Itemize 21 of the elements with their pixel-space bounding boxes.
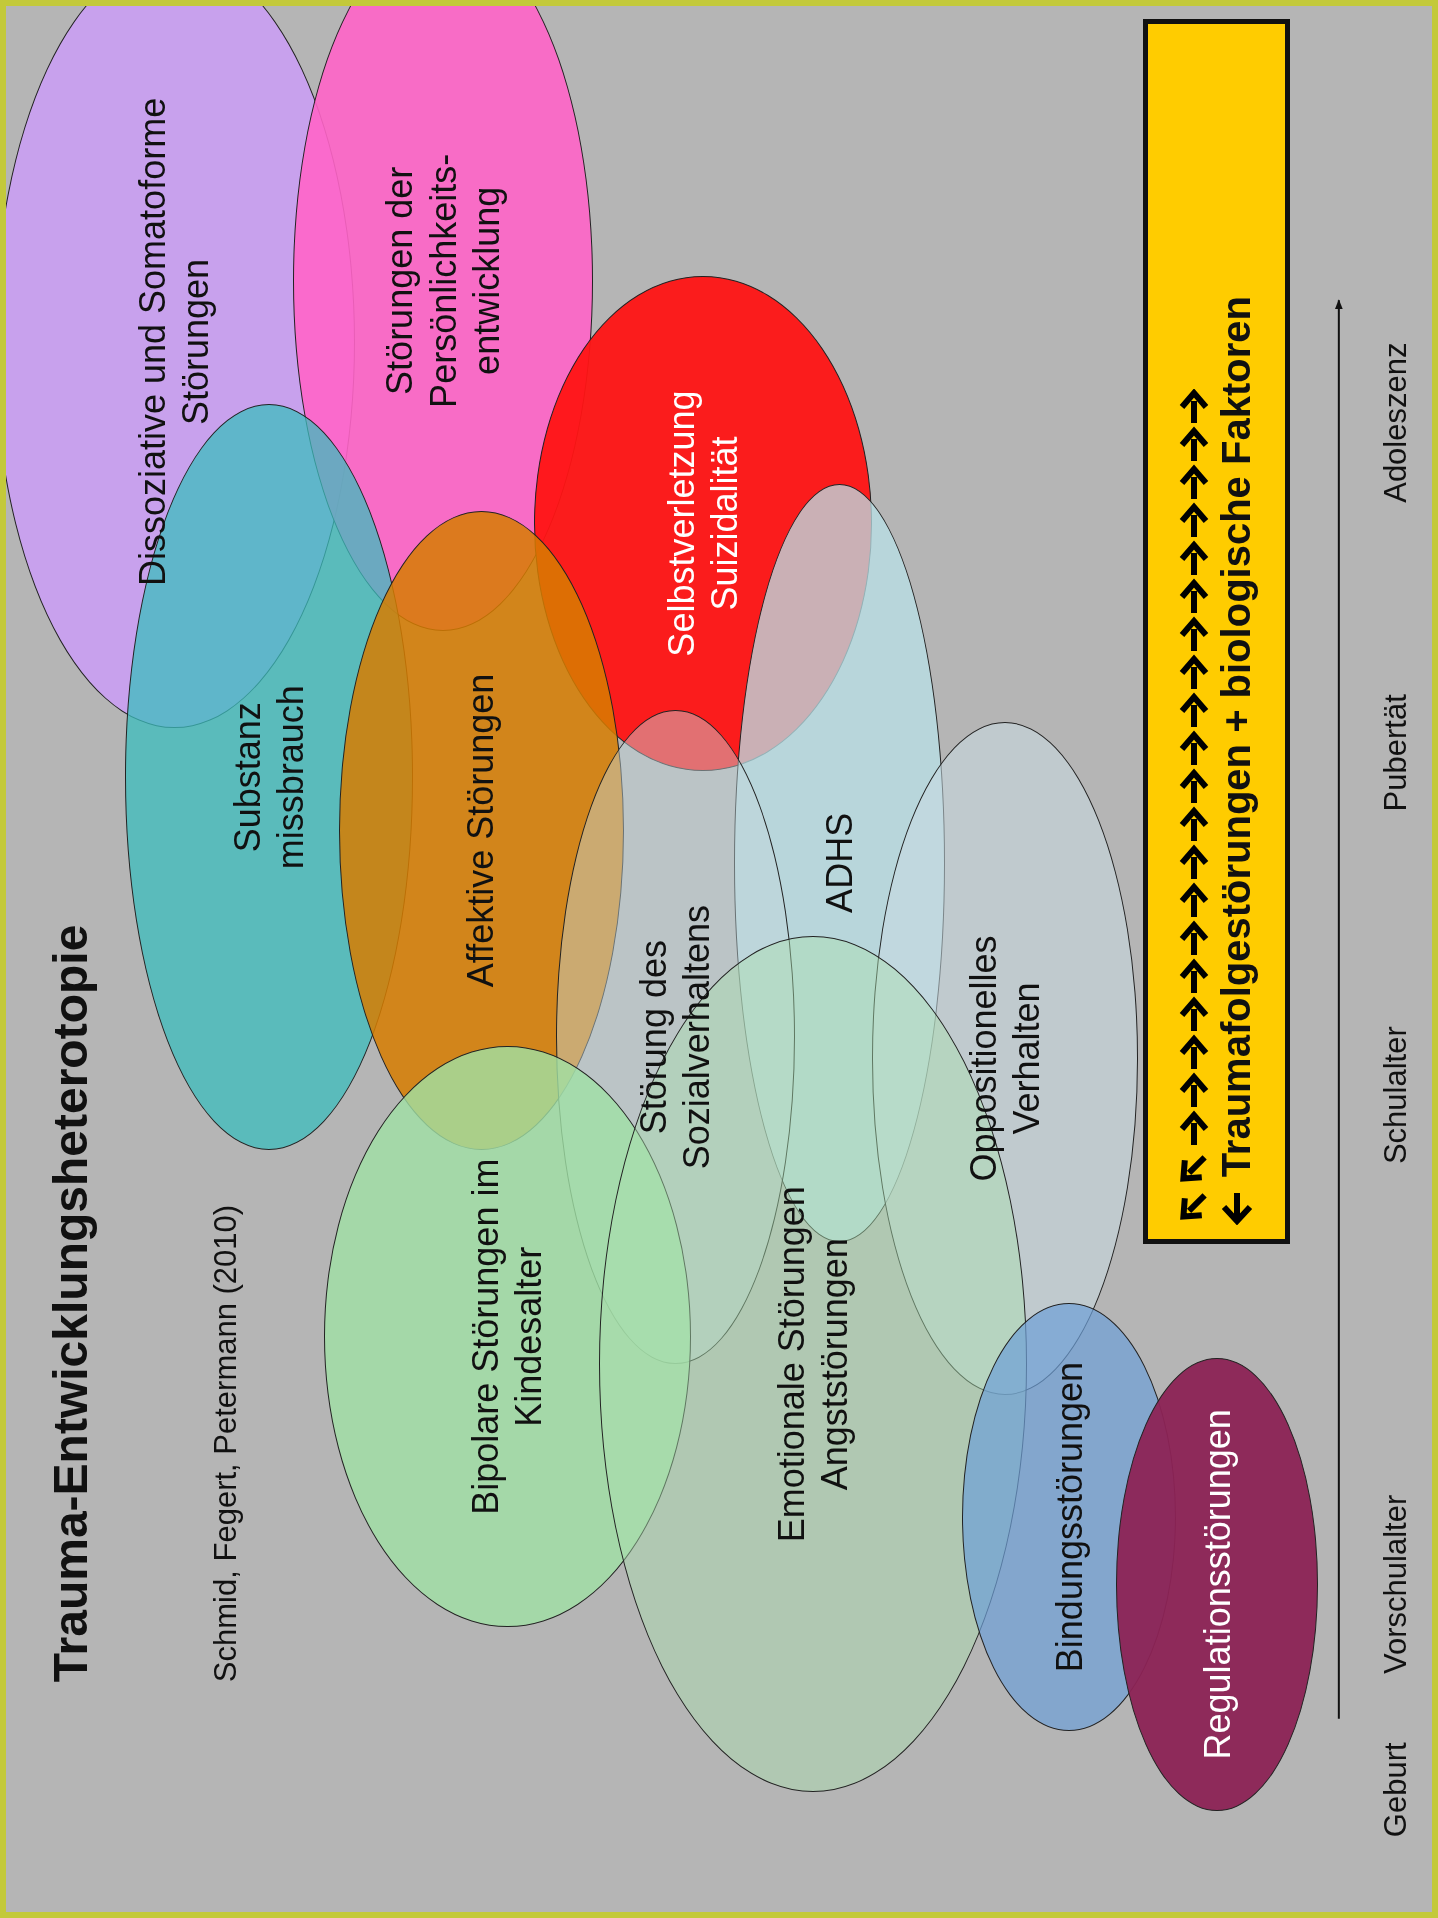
timeline-label: Adoleszenz [1377,342,1414,503]
factor-label: Traumafolgestörungen + biologische Faktoren [1214,296,1260,1178]
disorder-label: Dissoziative und Somatoforme Störungen [130,96,218,589]
timeline-label: Pubertät [1377,694,1414,812]
disorder-label: Emotionale Störungen Angststörungen [769,1185,857,1545]
disorder-label: Oppositionelles Verhalten [961,934,1048,1184]
timeline-label: Geburt [1377,1742,1414,1838]
disorder-label: Selbstverletzung Suizidalität [659,389,746,659]
diagram-title: Trauma-Entwicklungsheterotopie [42,924,98,1683]
disorder-label: Bipolare Störungen im Kindesalter [464,1157,551,1517]
disorder-label: Substanz missbrauch [225,684,312,872]
source-citation: Schmid, Fegert, Petermann (2010) [207,1204,244,1683]
disorder-label: Bindungsstörungen [1047,1361,1091,1673]
disorder-label: Affektive Störungen [459,673,503,988]
disorder-label: Störungen der Persönlichkeits- entwicklung [378,152,508,410]
timeline-label: Vorschulalter [1377,1494,1414,1674]
disorder-label: ADHS [817,812,861,913]
timeline-label: Schulalter [1377,1026,1414,1165]
disorder-label: Regulationsstörungen [1195,1409,1239,1760]
disorder-label: Störung des Sozialverhaltens [632,904,719,1172]
factor-box [1143,19,1290,1245]
